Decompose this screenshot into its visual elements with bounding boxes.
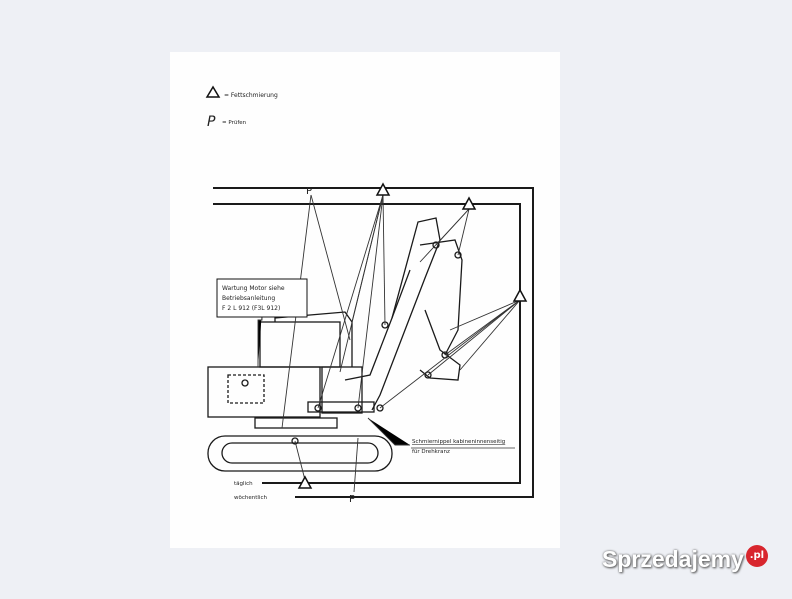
engine-callout-line3: F 2 L 912 (F3L 912) [222,305,280,312]
leader-lines [257,194,521,493]
engine-callout-line2: Betriebsanleitung [222,295,275,302]
excavator-drawing [207,217,463,472]
check-point-top: P [306,186,312,197]
grease-point-icon [461,196,477,210]
daily-label: täglich [234,481,253,487]
grease-point-icon [297,475,313,489]
engine-callout-box [216,278,308,318]
check-point-bottom: P [349,494,355,505]
grease-point-icon [512,288,528,302]
engine-callout-line1: Wartung Motor siehe [222,285,285,292]
legend-check-label: = Prüfen [222,120,247,126]
turntable-callout-line1: Schmiernippel kabineninnenseitig [412,439,505,445]
watermark-badge: .pl [745,545,768,567]
legend-p-symbol: P [207,114,216,130]
daily-line [213,203,521,484]
watermark-logo: Sprzedajemy [602,546,744,572]
turntable-callout-line2: für Drehkranz [412,449,450,455]
grease-point-icon [375,182,391,196]
weekly-line [213,187,534,498]
legend-triangle-icon [205,85,221,98]
legend-grease-label: = Fettschmierung [224,92,278,99]
watermark: Sprzedajemy .pl [602,545,768,573]
weekly-label: wöchentlich [234,495,267,501]
